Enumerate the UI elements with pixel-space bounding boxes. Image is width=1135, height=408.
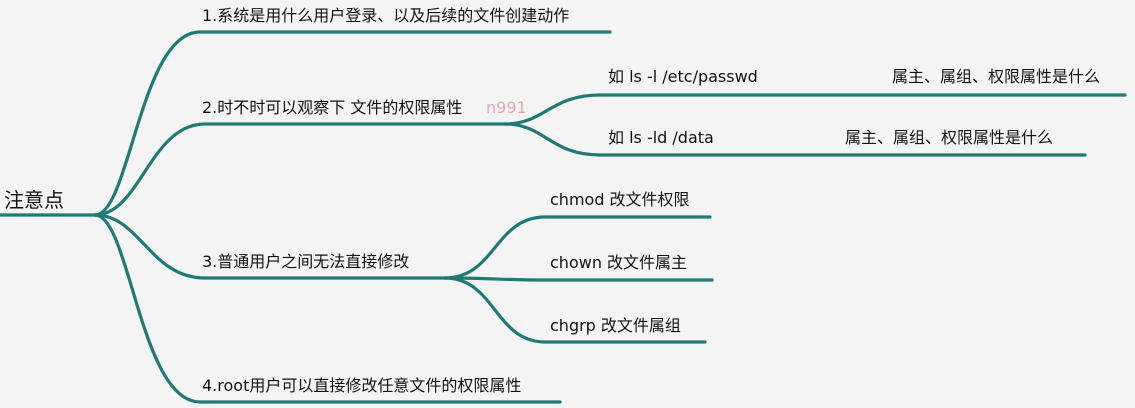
node-3-child-1-label[interactable]: chmod 改文件权限 (550, 190, 690, 209)
node-3-child-3-label[interactable]: chgrp 改文件属组 (550, 316, 681, 335)
node-3-label[interactable]: 3.普通用户之间无法直接修改 (202, 252, 410, 271)
connector-root-n2 (93, 122, 507, 217)
node-4-label[interactable]: 4.root用户可以直接修改任意文件的权限属性 (202, 376, 522, 395)
node-2-child-2-label[interactable]: 如 ls -ld /data (608, 128, 714, 147)
connector-n2-c2 (503, 122, 1087, 157)
root-node-label[interactable]: 注意点 (4, 188, 64, 212)
connector-n3-c2 (443, 276, 714, 282)
node-2-child-1-note[interactable]: 属主、属组、权限属性是什么 (892, 67, 1101, 86)
connector-n3-c3 (443, 276, 707, 344)
node-2-child-2-note[interactable]: 属主、属组、权限属性是什么 (845, 128, 1054, 147)
connector-root-n4 (93, 213, 562, 404)
node-3-child-2-label[interactable]: chown 改文件属主 (550, 253, 688, 272)
node-2-child-1-label[interactable]: 如 ls -l /etc/passwd (608, 67, 758, 86)
watermark: n991 (486, 98, 527, 117)
connector-n2-c1 (503, 93, 1127, 126)
node-1-label[interactable]: 1.系统是用什么用户登录、以及后续的文件创建动作 (202, 6, 570, 25)
connector-root-n1 (93, 30, 612, 217)
connector-root-n3 (93, 213, 447, 280)
connector-n3-c1 (443, 215, 712, 280)
node-2-label[interactable]: 2.时不时可以观察下 文件的权限属性 (202, 98, 463, 117)
